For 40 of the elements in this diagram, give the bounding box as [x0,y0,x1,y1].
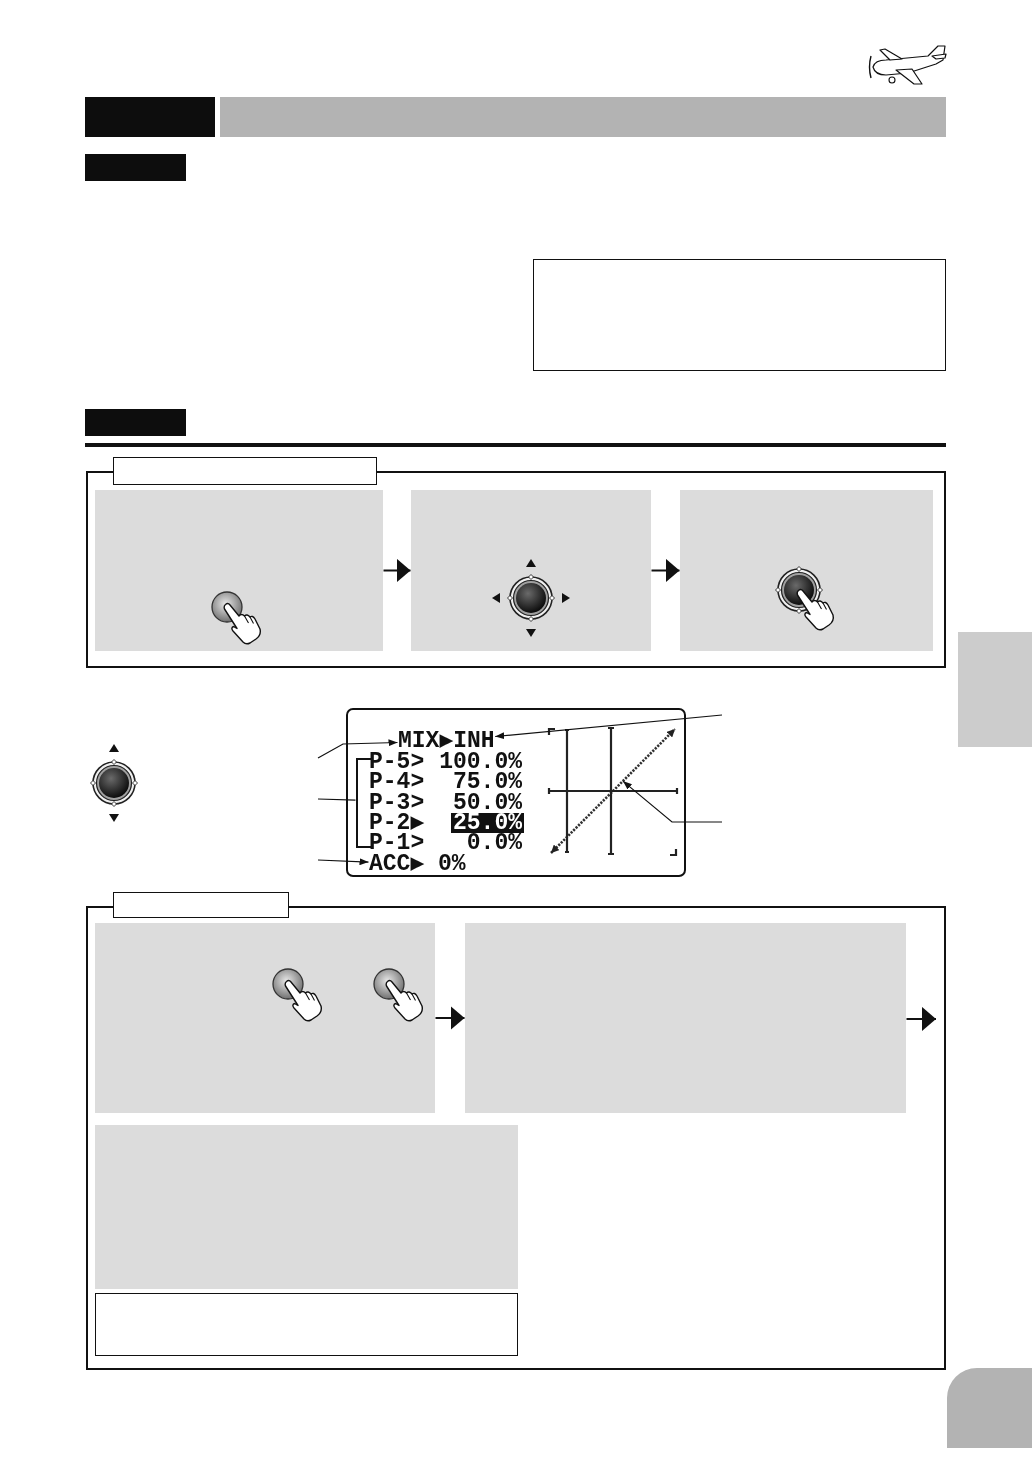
panel-tab [113,892,289,918]
panel-tab [113,457,377,485]
leader-line [317,858,370,866]
screen-text: P-3> [369,792,425,813]
screen-text: 50.0% [453,792,522,813]
screen-text: 100.0% [439,752,522,773]
leader-line [494,714,723,740]
leader-line [317,739,399,759]
step-box [680,490,933,651]
screen-text: ACC▶ 0% [369,854,466,875]
step-box [411,490,651,651]
panel-frame [86,906,946,1370]
title-band [220,97,946,137]
arrow [905,1006,937,1031]
section-tab [85,154,186,181]
note-box [533,259,946,371]
selected-value: 25.0% [451,812,524,834]
arrow [650,558,681,583]
screen-text: P-4> [369,772,425,793]
step-box [95,1125,518,1289]
step-box [95,490,383,651]
arrow [434,1006,466,1030]
leader-line [317,798,357,801]
screen-text: MIX▶INH [398,731,495,752]
screen-text: 75.0% [453,772,522,793]
header-tab [85,97,215,137]
arrow [382,558,412,583]
page-tab [947,1368,1032,1448]
screen-text: P-5> [369,752,425,773]
screen-text: P-1> [369,833,425,854]
leader-line [622,780,723,823]
side-tab [958,632,1032,747]
section-tab [85,409,186,436]
note-box [95,1293,518,1356]
screen-text: 0.0% [466,833,522,854]
panel-frame [86,471,946,668]
step-box [95,923,435,1113]
lcd-screen [346,708,686,877]
step-box [465,923,906,1113]
screen-text: P-2▶ [369,812,425,834]
